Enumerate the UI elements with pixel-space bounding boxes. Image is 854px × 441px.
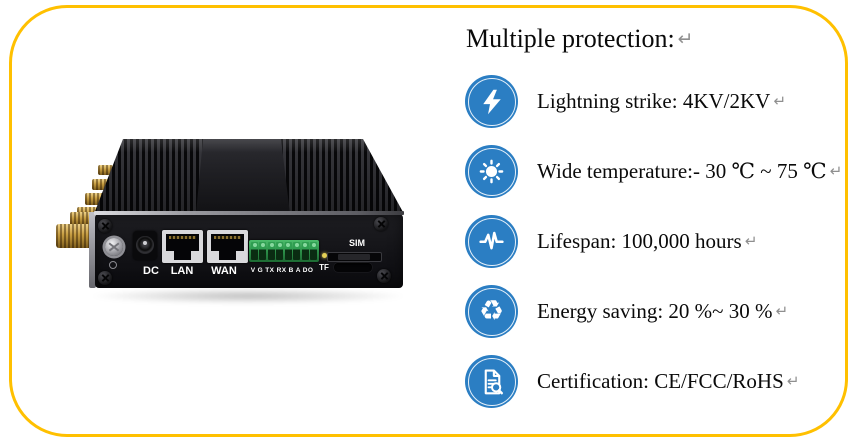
return-mark-icon: ↵ [744,232,758,250]
corner-screw-icon [374,217,388,231]
status-led [322,253,327,258]
feature-text: Lifespan: 100,000 hours↵ [537,229,757,254]
pulse-icon [465,215,518,268]
rj45-tab [174,251,191,260]
front-panel: SIM TF DC LAN WAN V G TX RX B A DO [95,214,403,288]
tf-label: TF [319,263,329,272]
rj45-pins [169,236,196,239]
rj45-pins [214,236,241,239]
feature-text: Energy saving: 20 %~ 30 %↵ [537,299,788,324]
antenna-connector-sma [56,224,95,248]
ground-screw-icon [105,238,123,256]
feature-label: Lifespan: 100,000 hours [537,229,742,253]
recycle-glyph: ♻ [478,293,505,327]
corner-screw-icon [98,271,112,285]
wan-port [207,230,248,263]
return-mark-icon: ↵ [677,29,694,50]
terminal-pin [267,242,275,260]
feature-row-energy: ♻ Energy saving: 20 %~ 30 %↵ [465,285,788,338]
tf-card-slot [334,263,372,272]
return-mark-icon: ↵ [773,92,786,110]
gold-border-frame [9,5,848,437]
terminal-pin [293,242,301,260]
feature-label: Certification: CE/FCC/RoHS [537,369,784,393]
return-mark-icon: ↵ [829,162,843,180]
dc-label: DC [143,265,159,277]
feature-row-lifespan: Lifespan: 100,000 hours↵ [465,215,757,268]
title-text: Multiple protection: [466,24,675,53]
feature-text: Wide temperature:- 30 ℃ ~ 75 ℃↵ [537,159,842,184]
corner-screw-icon [98,219,112,233]
recycle-icon: ♻ [465,285,518,338]
lan-port [162,230,203,263]
sim-label: SIM [348,238,365,248]
feature-label: Lightning strike: 4KV/2KV [537,89,771,113]
return-mark-icon: ↵ [775,302,789,320]
lan-label: LAN [170,265,194,277]
terminal-pin [276,242,284,260]
heatsink-fins [94,139,404,214]
sim-card-slot [327,252,382,262]
terminal-pin [284,242,292,260]
feature-row-temperature: Wide temperature:- 30 ℃ ~ 75 ℃↵ [465,145,842,198]
panel-top-edge [94,211,404,215]
terminal-block [249,240,319,262]
feature-text: Certification: CE/FCC/RoHS↵ [537,369,799,394]
terminal-labels: V G TX RX B A DO [250,267,314,274]
sim-card [338,254,370,260]
chassis-left-edge [89,212,96,288]
antenna-connector [98,165,113,175]
sun-icon [465,145,518,198]
terminal-pin [301,242,309,260]
feature-row-certification: Certification: CE/FCC/RoHS↵ [465,355,799,408]
corner-screw-icon [377,269,391,283]
page-title: Multiple protection:↵ [466,24,693,54]
feature-label: Wide temperature:- 30 ℃ ~ 75 ℃ [537,159,827,183]
return-mark-icon: ↵ [786,372,800,390]
industrial-router-photo: SIM TF DC LAN WAN V G TX RX B A DO [56,138,410,310]
antenna-connector [92,179,110,190]
device-shadow [88,288,408,304]
terminal-pin [310,242,317,260]
feature-text: Lightning strike: 4KV/2KV↵ [537,89,786,114]
dc-power-jack [133,231,157,260]
wan-label: WAN [211,265,237,277]
terminal-pin [259,242,267,260]
dc-jack-ring [136,236,154,254]
lightning-icon [465,75,518,128]
ground-mark-icon [109,261,117,269]
feature-row-lightning: Lightning strike: 4KV/2KV↵ [465,75,786,128]
document-search-icon [465,355,518,408]
top-center-plate [196,139,290,214]
dc-jack-pin [143,240,147,245]
feature-label: Energy saving: 20 %~ 30 % [537,299,773,323]
rj45-tab [219,251,236,260]
terminal-pin [251,242,258,260]
